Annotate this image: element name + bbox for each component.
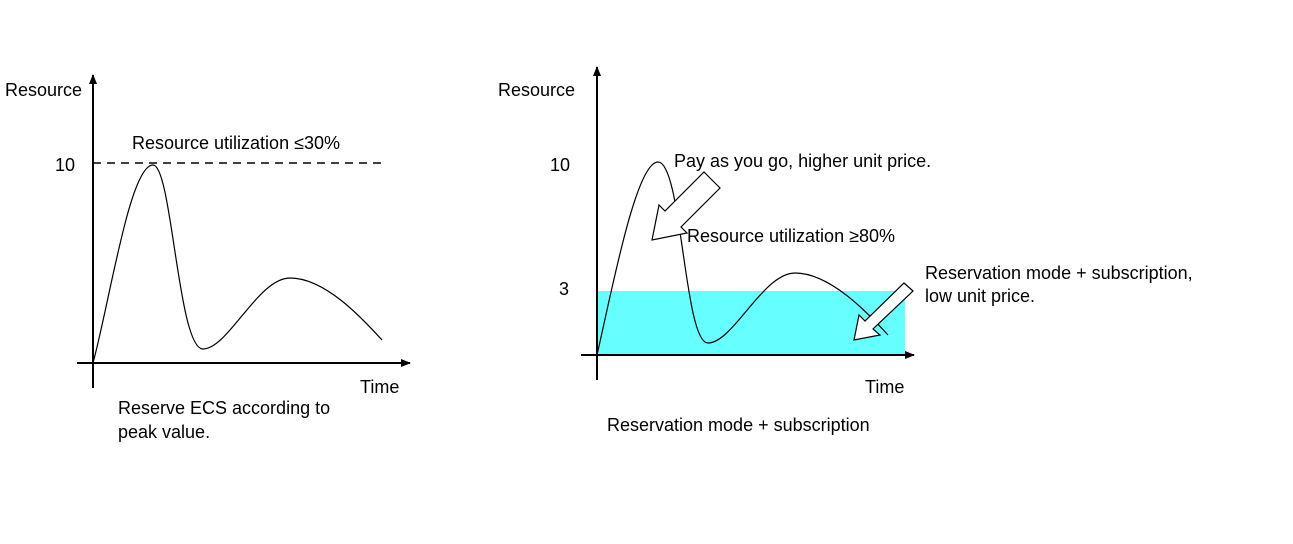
payg-arrow-icon: [651, 171, 721, 241]
reservation-arrow-icon: [853, 282, 914, 341]
right-x-axis-label: Time: [865, 377, 904, 397]
right-panel: Resource Time 10 3 Pay as you go, higher…: [498, 66, 1193, 435]
left-utilization-label: Resource utilization ≤30%: [132, 133, 340, 153]
reservation-label-line1: Reservation mode + subscription,: [925, 263, 1193, 283]
left-panel: Resource Time 10 Resource utilization ≤3…: [5, 74, 411, 442]
right-y-axis-label: Resource: [498, 80, 575, 100]
right-usage-curve: [596, 161, 889, 356]
right-tick-10: 10: [550, 155, 570, 175]
right-tick-3: 3: [559, 279, 569, 299]
left-caption-line2: peak value.: [118, 422, 210, 442]
left-caption-line1: Reserve ECS according to: [118, 398, 330, 418]
left-y-axis-label: Resource: [5, 80, 82, 100]
left-x-axis-label: Time: [360, 377, 399, 397]
payg-label: Pay as you go, higher unit price.: [674, 151, 931, 171]
right-utilization-label: Resource utilization ≥80%: [687, 226, 895, 246]
right-caption: Reservation mode + subscription: [607, 415, 870, 435]
reservation-label-line2: low unit price.: [925, 286, 1035, 306]
left-tick-10: 10: [55, 155, 75, 175]
left-usage-curve: [92, 164, 383, 364]
